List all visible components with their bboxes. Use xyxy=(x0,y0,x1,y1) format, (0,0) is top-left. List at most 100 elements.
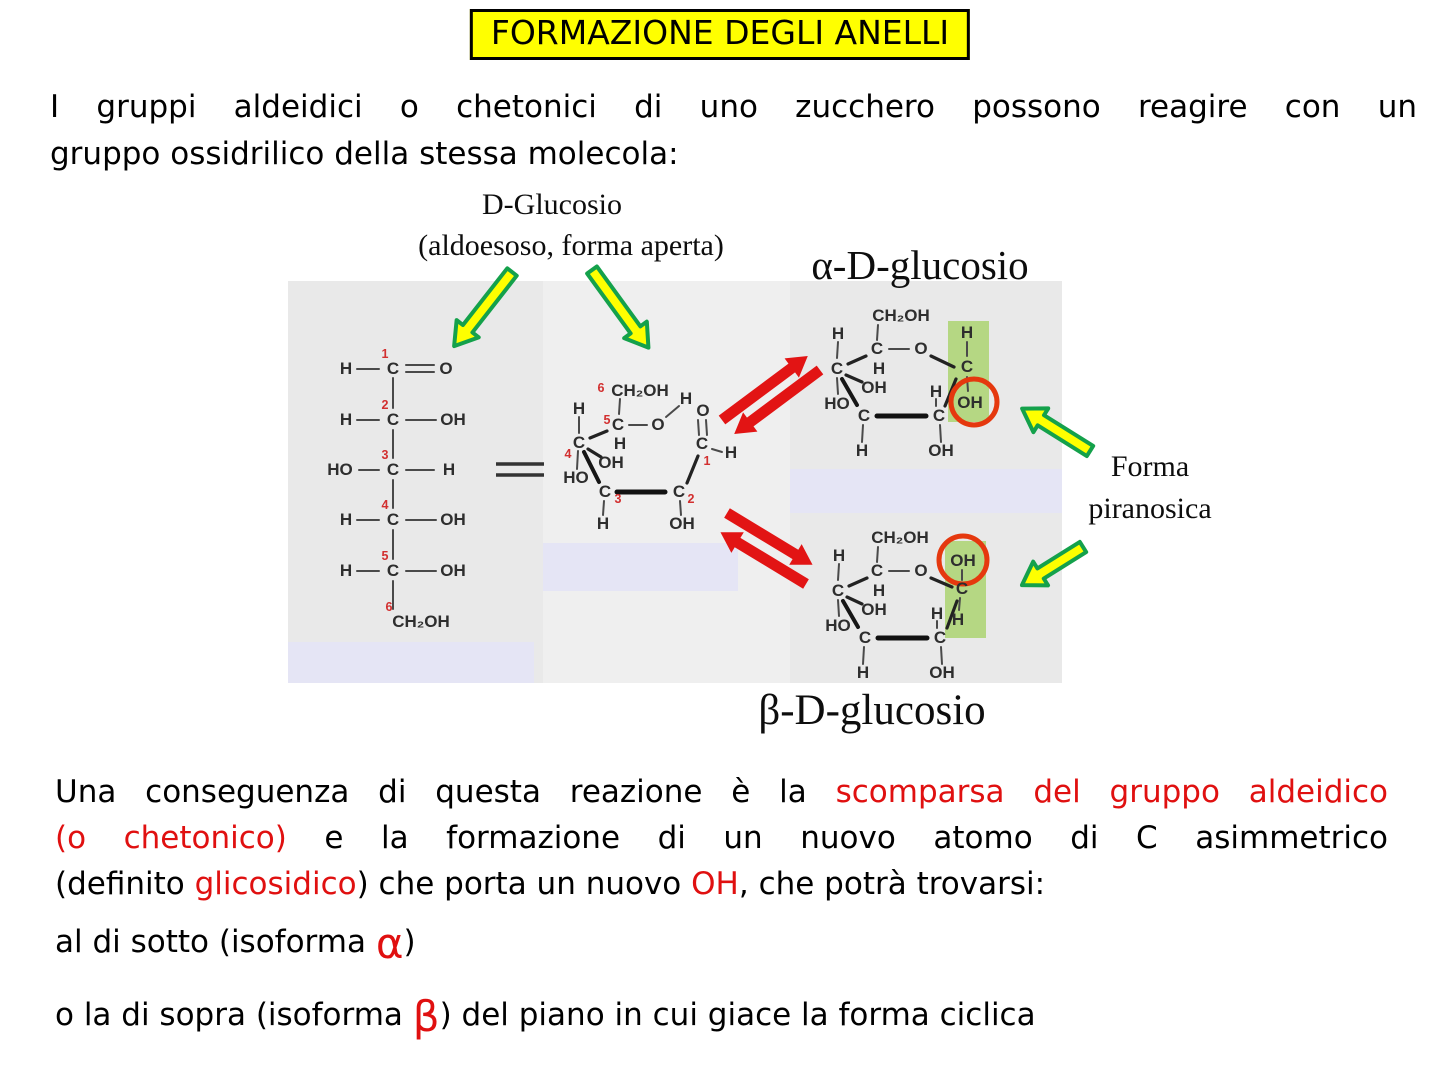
text-black: ) che porta un nuovo xyxy=(356,866,692,902)
atom-label: 1 xyxy=(381,347,389,361)
atom-label: C xyxy=(611,415,625,434)
atom-label: O xyxy=(439,359,453,378)
atom-label: H xyxy=(872,581,886,600)
atom-label: H xyxy=(960,323,974,342)
atom-label: HO xyxy=(563,468,589,487)
text-black: o la di sopra (isoforma xyxy=(55,997,413,1033)
atom-label: C xyxy=(955,579,969,598)
atom-label: O xyxy=(696,401,710,420)
atom-label: H xyxy=(951,610,965,629)
atom-label: C xyxy=(858,628,872,647)
atom-label: H xyxy=(855,441,869,460)
atom-label: CH₂OH xyxy=(872,306,930,325)
atom-label: C xyxy=(870,339,884,358)
atom-label: H xyxy=(872,359,886,378)
d-glucosio-sublabel: (aldoesoso, forma aperta) xyxy=(418,229,724,262)
atom-label: HO xyxy=(825,616,851,635)
hidden-label-box-left xyxy=(288,642,534,683)
beta-d-glucosio-label: β-D-glucosio xyxy=(758,687,986,734)
forma-line-2: piranosica xyxy=(1088,492,1212,525)
atom-label: 4 xyxy=(381,498,389,512)
atom-label: HO xyxy=(327,460,353,479)
atom-label: H xyxy=(613,434,627,453)
atom-label: C xyxy=(830,359,844,378)
atom-label: H xyxy=(339,359,353,378)
atom-label: O xyxy=(914,561,928,580)
text-red: (o chetonico) xyxy=(55,820,287,856)
atom-label: OH xyxy=(957,393,983,412)
atom-label: 3 xyxy=(614,492,622,506)
atom-label: C xyxy=(386,561,400,580)
atom-label: C xyxy=(870,561,884,580)
alpha-d-glucosio-label: α-D-glucosio xyxy=(811,242,1029,288)
text-black: (definito xyxy=(55,866,195,902)
atom-label: H xyxy=(929,382,943,401)
alpha-symbol: α xyxy=(375,919,404,968)
hidden-label-box-right xyxy=(790,469,1062,513)
text-red: OH xyxy=(691,866,739,902)
atom-label: OH xyxy=(861,600,887,619)
atom-label: OH xyxy=(861,378,887,397)
atom-label: C xyxy=(386,460,400,479)
text-black: , che potrà trovarsi: xyxy=(738,866,1046,902)
atom-label: OH xyxy=(440,561,466,580)
text-black: Una conseguenza di questa reazione è la xyxy=(55,774,836,810)
atom-label: 6 xyxy=(597,381,605,395)
text-black: ) xyxy=(403,924,416,960)
atom-label: C xyxy=(831,581,845,600)
atom-label: 6 xyxy=(385,600,393,614)
atom-label: C xyxy=(932,406,946,425)
intro-line-2: gruppo ossidrilico della stessa molecola… xyxy=(50,136,679,172)
atom-label: OH xyxy=(440,410,466,429)
consequence-line-1: Una conseguenza di questa reazione è la … xyxy=(55,769,1388,815)
atom-label: C xyxy=(695,434,709,453)
atom-label: HO xyxy=(824,394,850,413)
atom-label: C xyxy=(598,482,612,501)
atom-label: C xyxy=(386,410,400,429)
atom-label: H xyxy=(596,514,610,533)
atom-label: C xyxy=(857,406,871,425)
atom-label: H xyxy=(832,546,846,565)
hidden-label-box-middle xyxy=(543,543,738,591)
intro-paragraph: I gruppi aldeidici o chetonici di uno zu… xyxy=(50,84,1417,178)
isoform-beta-line: o la di sopra (isoforma β) del piano in … xyxy=(55,996,1036,1038)
atom-label: C xyxy=(386,510,400,529)
atom-label: H xyxy=(442,460,456,479)
consequence-line-2: (o chetonico) e la formazione di un nuov… xyxy=(55,815,1388,861)
intro-line-1: I gruppi aldeidici o chetonici di uno zu… xyxy=(50,89,1417,125)
atom-label: C xyxy=(960,357,974,376)
atom-label: C xyxy=(572,433,586,452)
atom-label: C xyxy=(933,628,947,647)
atom-label: 5 xyxy=(603,413,611,427)
atom-label: H xyxy=(339,561,353,580)
atom-label: 4 xyxy=(564,447,572,461)
atom-label: 2 xyxy=(687,492,695,506)
atom-label: 1 xyxy=(703,454,711,468)
atom-label: 3 xyxy=(381,448,389,462)
atom-label: OH xyxy=(950,551,976,570)
atom-label: C xyxy=(386,359,400,378)
text-red: scomparsa del gruppo aldeidico xyxy=(835,774,1389,810)
atom-label: OH xyxy=(928,441,954,460)
atom-label: H xyxy=(930,604,944,623)
atom-label: CH₂OH xyxy=(392,612,450,631)
atom-label: H xyxy=(831,324,845,343)
beta-symbol: β xyxy=(412,992,440,1041)
text-black: al di sotto (isoforma xyxy=(55,924,376,960)
atom-label: OH xyxy=(669,514,695,533)
atom-label: C xyxy=(672,482,686,501)
atom-label: O xyxy=(651,415,665,434)
d-glucosio-label: D-Glucosio xyxy=(482,188,622,221)
consequence-line-3: (definito glicosidico) che porta un nuov… xyxy=(55,861,1388,907)
atom-label: H xyxy=(679,389,693,408)
atom-label: CH₂OH xyxy=(611,381,669,400)
atom-label: H xyxy=(339,510,353,529)
text-black: ) del piano in cui giace la forma ciclic… xyxy=(439,997,1036,1033)
consequence-paragraph: Una conseguenza di questa reazione è la … xyxy=(55,769,1388,907)
atom-label: H xyxy=(572,399,586,418)
atom-label: O xyxy=(914,339,928,358)
atom-label: OH xyxy=(929,663,955,682)
atom-label: OH xyxy=(440,510,466,529)
isoform-alpha-line: al di sotto (isoforma α) xyxy=(55,923,416,965)
